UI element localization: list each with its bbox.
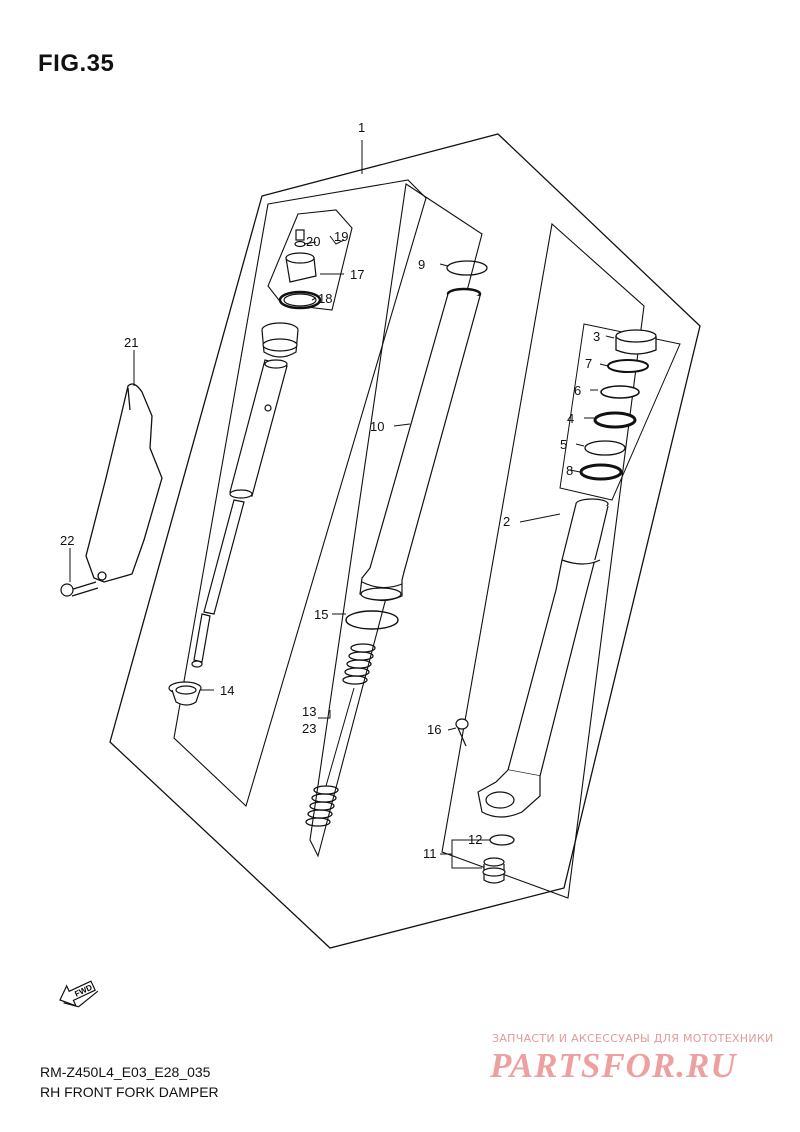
panel-inner-tube (441, 222, 645, 899)
watermark-site: PARTSFOR.RU (490, 1046, 737, 1085)
inner-tube (477, 498, 609, 818)
callout-labels: 1 2 3 4 5 6 7 8 9 10 11 12 13 14 15 16 1… (60, 120, 600, 861)
callout-5: 5 (560, 437, 567, 452)
callout-12: 12 (468, 832, 482, 847)
ring-9 (446, 260, 488, 276)
bushing-14 (168, 681, 202, 706)
callout-13: 13 (302, 704, 316, 719)
leader-lines (69, 140, 615, 869)
figure-caption: RH FRONT FORK DAMPER (40, 1084, 219, 1100)
seals-stack (579, 329, 657, 481)
bolt-22 (60, 581, 99, 597)
spring-23-lower (305, 785, 339, 827)
callout-2: 2 (503, 514, 510, 529)
watermark-tagline: ЗАПЧАСТИ И АКСЕССУАРЫ ДЛЯ МОТОТЕХНИКИ (492, 1032, 774, 1045)
assembly-outline (109, 133, 701, 949)
callout-22: 22 (60, 533, 74, 548)
outer-tube (359, 287, 482, 602)
callout-8: 8 (566, 463, 573, 478)
ring-12 (489, 834, 515, 846)
callout-18: 18 (318, 291, 332, 306)
spring-13-upper (342, 643, 376, 685)
bolt-16 (455, 718, 469, 747)
model-code: RM-Z450L4_E03_E28_035 (40, 1064, 211, 1080)
callout-7: 7 (585, 356, 592, 371)
callout-1: 1 (358, 120, 365, 135)
callout-20: 20 (306, 234, 320, 249)
o-ring-15 (345, 610, 399, 630)
damper-rod (191, 322, 299, 668)
callout-10: 10 (370, 419, 384, 434)
callout-4: 4 (567, 411, 574, 426)
base-valve-11 (482, 857, 506, 884)
callout-15: 15 (314, 607, 328, 622)
callout-9: 9 (418, 257, 425, 272)
callout-23: 23 (302, 721, 316, 736)
figure-title: FIG.35 (38, 50, 115, 77)
callout-11: 11 (423, 846, 437, 861)
callout-21: 21 (124, 335, 138, 350)
hex-group-17 (267, 209, 353, 311)
damper-cap-assembly (278, 229, 322, 310)
callout-17: 17 (350, 267, 364, 282)
callout-6: 6 (574, 383, 581, 398)
callout-14: 14 (220, 683, 234, 698)
callout-16: 16 (427, 722, 441, 737)
callout-3: 3 (593, 329, 600, 344)
panel-outer-tube (309, 183, 483, 858)
fwd-arrow-icon: FWD (59, 980, 99, 1008)
callout-19: 19 (334, 229, 348, 244)
fork-guard-21 (85, 383, 163, 583)
panel-damper (173, 179, 427, 808)
